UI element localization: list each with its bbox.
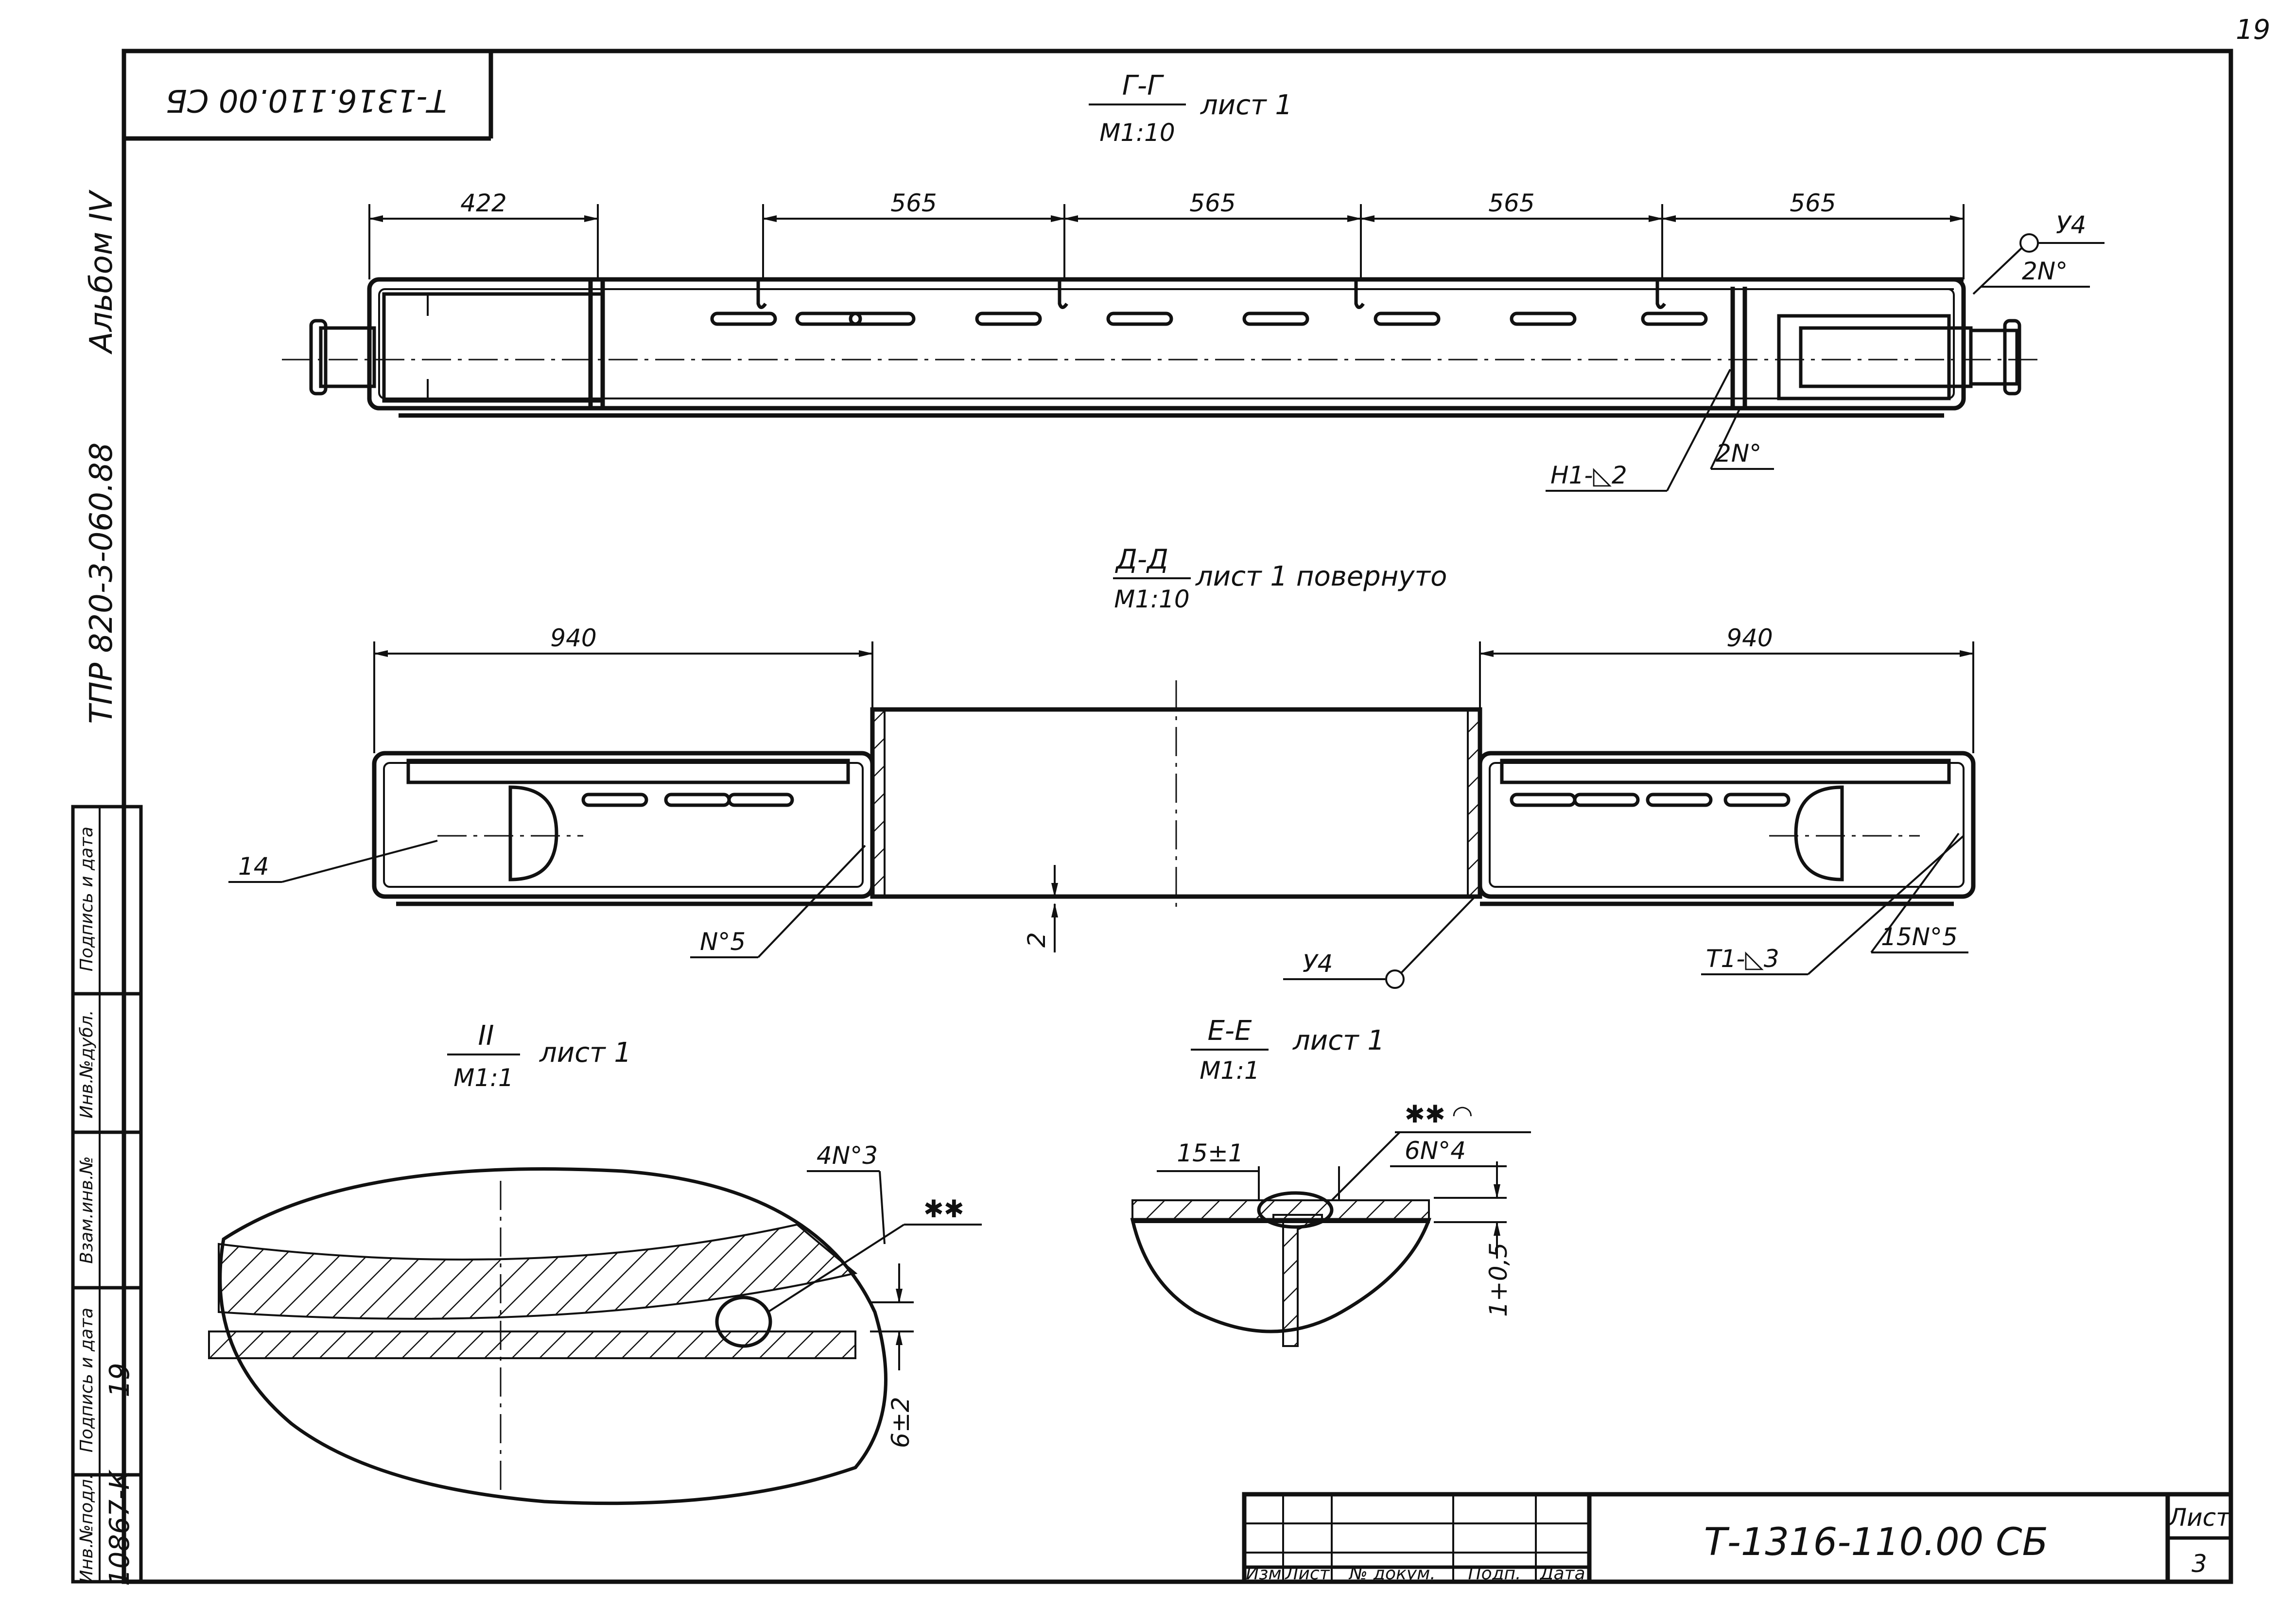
dd-right-chamber: [1478, 751, 1976, 899]
side-label-vzam-inv: Взам.инв.№: [77, 1156, 97, 1264]
ee-callout-6n4: 6N°4: [1405, 1137, 1466, 1165]
side-value-num: 19: [104, 1363, 136, 1397]
view-ii-sheet-ref: лист 1: [539, 1037, 631, 1069]
view-dd-scale: М1:10: [1114, 585, 1189, 613]
gg-dim-565-c: 565: [1488, 189, 1534, 217]
dd-callout-15n5: 15N°5: [1881, 923, 1958, 951]
dd-left-chamber: [372, 751, 875, 899]
dd-dim-940-left: 940: [550, 624, 596, 652]
view-ee-scale: М1:1: [1200, 1056, 1260, 1085]
view-ee-title: Е-Е: [1208, 1015, 1252, 1047]
view-dd-title: Д-Д: [1114, 544, 1168, 575]
view-dd: Д-Д М1:10 лист 1 повернуто 940 940: [228, 544, 1976, 989]
tb-col-izm: Изм: [1246, 1564, 1281, 1584]
tb-col-podp: Подп.: [1468, 1564, 1521, 1584]
dd-callout-14: 14: [238, 852, 269, 881]
dd-callout-n5: N°5: [700, 928, 746, 956]
dd-callout-gap: 2: [1023, 932, 1051, 948]
gg-dim-565-a: 565: [890, 189, 937, 217]
tb-col-data: Дата: [1539, 1564, 1585, 1584]
side-table: Инв.№подл. Подпись и дата Взам.инв.№ Инв…: [71, 805, 143, 1586]
gg-callout-weld: Н1-◺2: [1550, 461, 1627, 489]
gg-callout-seam-bottom: 2N°: [1716, 439, 1761, 467]
ii-callout-gap: 6±2: [887, 1397, 915, 1448]
title-block: Изм Лист № докум. Подп. Дата Т-1316-110.…: [1242, 1492, 2233, 1584]
view-gg-sheet-ref: лист 1: [1200, 89, 1292, 121]
side-value-inv: 10867-К: [104, 1469, 136, 1586]
gg-dim-422: 422: [460, 189, 506, 217]
view-gg-title: Г-Г: [1122, 70, 1164, 102]
album-label: Альбом IV: [84, 190, 120, 355]
side-label-sign-date-1: Подпись и дата: [77, 1308, 97, 1452]
sheet-frame: [122, 49, 2233, 1584]
view-gg: Г-Г М1:10 лист 1 422 565 565 565 565: [282, 70, 2105, 492]
view-ii-scale: М1:1: [453, 1064, 514, 1092]
dd-callout-u4: У4: [1303, 950, 1333, 978]
tb-sheet-number: 3: [2192, 1550, 2207, 1578]
gg-callout-u4: У4: [2056, 211, 2086, 239]
view-ee-sheet-ref: лист 1: [1292, 1025, 1385, 1056]
ii-callout-4n3: 4N°3: [817, 1141, 878, 1170]
ee-callout-gap: 1+0,5: [1484, 1243, 1513, 1317]
page-number: 19: [2236, 14, 2270, 46]
tb-col-list: Лист: [1284, 1564, 1330, 1584]
gg-callout-seam-top: 2N°: [2022, 257, 2068, 285]
view-gg-scale: М1:10: [1099, 119, 1175, 147]
view-ii-title: II: [478, 1020, 494, 1052]
side-label-inv-podl: Инв.№подл.: [77, 1473, 97, 1583]
view-dd-sheet-ref: лист 1 повернуто: [1195, 561, 1447, 592]
tb-sheet-label: Лист: [2168, 1503, 2231, 1532]
top-stamp: Т-1316.110.00 СБ: [166, 82, 447, 118]
tb-col-dokum: № докум.: [1348, 1564, 1435, 1584]
ee-callout-dim15: 15±1: [1177, 1139, 1243, 1167]
tb-designation: Т-1316-110.00 СБ: [1704, 1521, 2048, 1564]
side-label-inv-dubl: Инв.№дубл.: [77, 1010, 97, 1118]
view-ee: Е-Е М1:1 лист 1 15±1 ✱✱ ◠ 6N°4 1+0,5: [1130, 1015, 1531, 1347]
ee-callout-stars: ✱✱ ◠: [1405, 1100, 1472, 1128]
ii-break-outline: [218, 1167, 887, 1505]
gg-dim-565-b: 565: [1189, 189, 1235, 217]
gg-dim-565-d: 565: [1790, 189, 1836, 217]
view-ii: II М1:1 лист 1 4N°3 ✱✱ 6±2: [208, 1020, 982, 1505]
side-label-sign-date-2: Подпись и дата: [77, 827, 97, 971]
ee-break-outline: [1130, 1218, 1431, 1333]
ii-callout-stars: ✱✱: [923, 1195, 964, 1223]
gg-housing: [367, 277, 1966, 411]
series-label: ТПР 820-3-060.88: [84, 442, 120, 724]
dd-callout-weld: Т1-◺3: [1706, 945, 1779, 973]
dd-dim-940-right: 940: [1726, 624, 1773, 652]
